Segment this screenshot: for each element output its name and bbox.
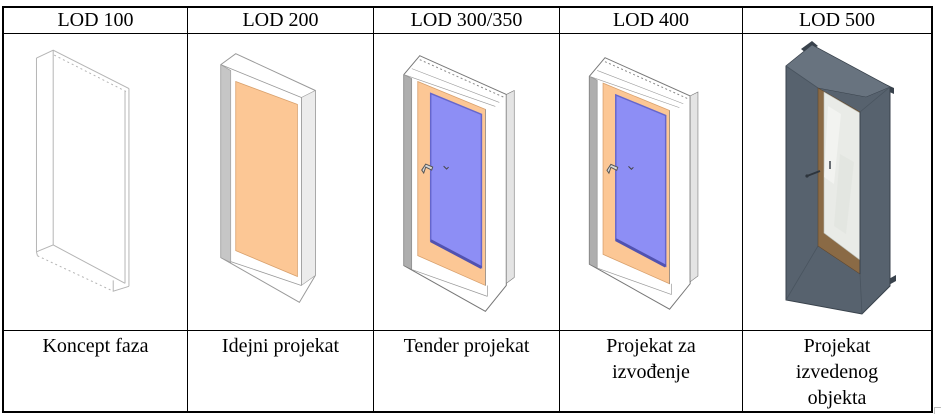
caption-row: Koncept faza Idejni projekat Tender proj… — [2, 330, 933, 413]
door-cell-lod400 — [559, 33, 743, 331]
caption-lod200: Idejni projekat — [187, 330, 374, 413]
caption-lod500: Projekat izvedenog objekta — [742, 330, 933, 413]
caption-lod100: Koncept faza — [2, 330, 188, 413]
door-image-row — [2, 33, 933, 331]
lod-figure: LOD 100 LOD 200 LOD 300/350 LOD 400 LOD … — [2, 6, 933, 413]
door-handle-icon — [421, 163, 434, 175]
lod-header-row: LOD 100 LOD 200 LOD 300/350 LOD 400 LOD … — [2, 6, 933, 34]
door-lod300-detailed-icon — [403, 55, 515, 312]
door-cell-lod300 — [373, 33, 560, 331]
door-cell-lod500 — [742, 33, 933, 331]
door-handle-icon — [806, 170, 821, 177]
lod-header-300-350: LOD 300/350 — [373, 6, 560, 34]
table-corner-mark — [934, 407, 941, 414]
lod-header-400: LOD 400 — [559, 6, 743, 34]
caption-lod400: Projekat za izvođenje — [559, 330, 743, 413]
door-lod200-massing-icon — [220, 53, 316, 304]
door-lod100-wireframe-icon — [35, 49, 130, 292]
door-cell-lod200 — [187, 33, 374, 331]
lod-table: LOD 100 LOD 200 LOD 300/350 LOD 400 LOD … — [2, 6, 933, 413]
lod-header-100: LOD 100 — [2, 6, 188, 34]
lod-header-200: LOD 200 — [187, 6, 374, 34]
caption-lod300-350: Tender projekat — [373, 330, 560, 413]
door-lod400-detailed-icon — [588, 57, 699, 310]
door-lod500-rendered-icon — [785, 41, 896, 315]
lod-header-500: LOD 500 — [742, 6, 933, 34]
door-handle-icon — [606, 163, 619, 175]
door-cell-lod100 — [2, 33, 188, 331]
